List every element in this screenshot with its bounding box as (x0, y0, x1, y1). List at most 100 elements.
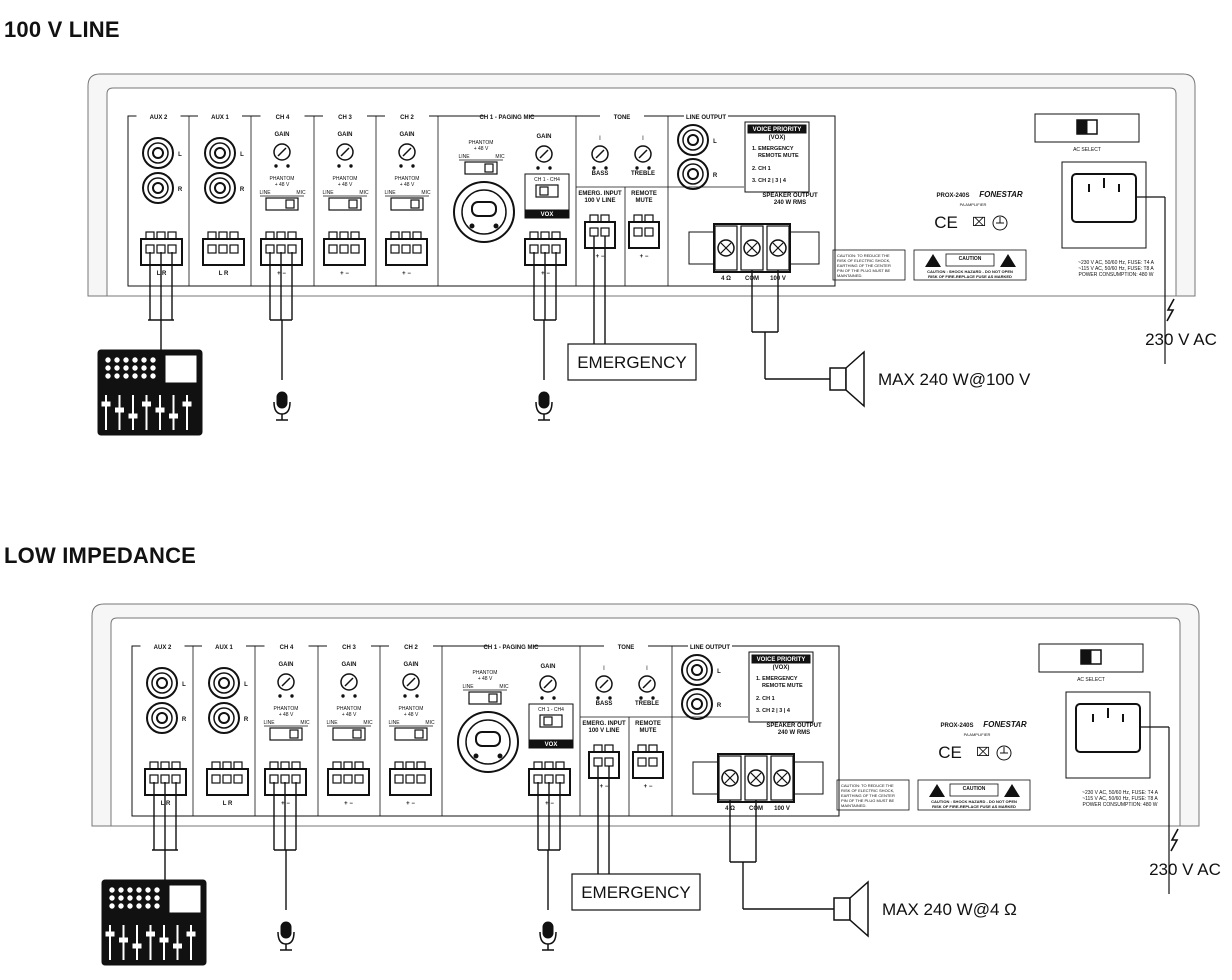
terminal-screw (633, 214, 643, 223)
voice-priority-item: REMOTE MUTE (758, 153, 799, 159)
terminal-label: L R (161, 801, 171, 807)
vox-label: VOX (545, 742, 558, 748)
phantom-switch (390, 197, 424, 211)
terminal-screw (555, 761, 565, 770)
caution-text: EARTHING OF THE CENTER (841, 793, 895, 798)
phantom-voltage: + 48 V (474, 146, 489, 152)
mic-label: MIC (300, 720, 310, 726)
mic-label: MIC (425, 720, 435, 726)
power-label: 230 V AC (1149, 860, 1221, 879)
phantom-switch (464, 161, 498, 175)
terminal-screw (637, 744, 647, 753)
knob-indicator (281, 677, 291, 687)
mute-label: MUTE (640, 728, 657, 734)
heading-bg (327, 643, 371, 650)
rca-jack (681, 688, 713, 720)
terminal-socket (405, 774, 415, 784)
line-label: LINE (462, 684, 474, 690)
terminal-screw (233, 761, 243, 770)
heading-bg (389, 643, 433, 650)
phantom-label: PHANTOM (395, 176, 420, 182)
heading-bg (385, 113, 429, 120)
emergency-label: EMERGENCY (577, 353, 687, 372)
section-title-100v: 100 V LINE (4, 17, 120, 42)
speaker-output-label: SPEAKER OUTPUT (762, 193, 818, 199)
caution-text: PIN OF THE PLUG MUST BE (841, 798, 895, 803)
terminal-screw (291, 761, 301, 770)
weee-icon: ⌧ (972, 215, 986, 229)
rca-jack (142, 172, 174, 204)
warning-triangle-icon (929, 784, 945, 797)
terminal-label: + − (596, 254, 605, 260)
mixer-dot (123, 357, 129, 363)
section-heading: CH 3 (338, 115, 352, 121)
voice-priority-box (748, 651, 814, 723)
mic-label: MIC (363, 720, 373, 726)
vox-bar (524, 209, 570, 219)
mixer-dot (109, 903, 115, 909)
caution-text: RISK OF ELECTRIC SHOCK, (841, 788, 894, 793)
voice-priority-item: 3. CH 2 | 3 | 4 (752, 178, 787, 184)
terminal-socket (229, 244, 239, 254)
gain-knob (535, 145, 553, 163)
terminal-screw (593, 744, 603, 753)
gain-knob (595, 675, 613, 693)
mic-label: MIC (499, 684, 509, 690)
microphone-icon (542, 921, 554, 939)
rca-jack (142, 137, 174, 169)
terminal-label: L R (157, 271, 167, 277)
rca-jack (204, 172, 236, 204)
knob-dot (278, 694, 282, 698)
mixer-dot (136, 887, 142, 893)
heading-bg (688, 643, 732, 650)
vox-label: VOX (541, 212, 554, 218)
mixer-dot (114, 365, 120, 371)
section-heading: CH 2 (404, 645, 418, 651)
line-label: LINE (259, 190, 271, 196)
rca-label: L (713, 139, 717, 145)
terminal-socket (390, 244, 400, 254)
phantom-switch-lever (285, 199, 295, 209)
terminal-screw (604, 744, 614, 753)
terminal-screw (401, 231, 411, 240)
phantom-voltage: + 48 V (478, 676, 493, 682)
knob-dot (608, 696, 612, 700)
terminal-socket (328, 244, 338, 254)
mixer-fader (186, 931, 196, 937)
mixer-dot (118, 895, 124, 901)
mixer-dot (154, 887, 160, 893)
v100-label: 100 V (774, 806, 790, 812)
rca-jack-pin (156, 677, 168, 689)
xlr-inner (461, 189, 507, 235)
mixer-dot (145, 887, 151, 893)
terminal-socket (207, 244, 217, 254)
phantom-voltage: + 48 V (279, 712, 294, 718)
phantom-switch-lever (414, 729, 424, 739)
heading-bg (202, 643, 246, 650)
section-heading: AUX 1 (211, 115, 229, 121)
terminal-screw (343, 761, 353, 770)
gain-knob (336, 143, 354, 161)
gain-label: GAIN (279, 662, 294, 668)
knob-indicator (344, 677, 354, 687)
caution-text: CAUTION: TO REDUCE THE (841, 783, 894, 788)
terminal-screw (529, 231, 539, 240)
lightning-icon (1166, 298, 1175, 322)
heading-bg (136, 113, 181, 120)
terminal-label: + − (402, 271, 411, 277)
mixer-dot (150, 357, 156, 363)
ce-mark-icon: CE (938, 743, 962, 762)
terminal-socket (233, 774, 243, 784)
speaker-screw (747, 769, 765, 787)
speaker-magnet (829, 367, 847, 391)
heading-bg (140, 643, 185, 650)
heading-bg (600, 113, 644, 120)
gain-knob (402, 673, 420, 691)
voice-priority-bar (747, 124, 807, 134)
mixer-fader (182, 401, 192, 407)
rca-label: R (182, 717, 187, 723)
mixer-fader (101, 401, 111, 407)
terminal-screw (207, 231, 217, 240)
phantom-voltage: + 48 V (275, 182, 290, 188)
mixer-dot (132, 357, 138, 363)
